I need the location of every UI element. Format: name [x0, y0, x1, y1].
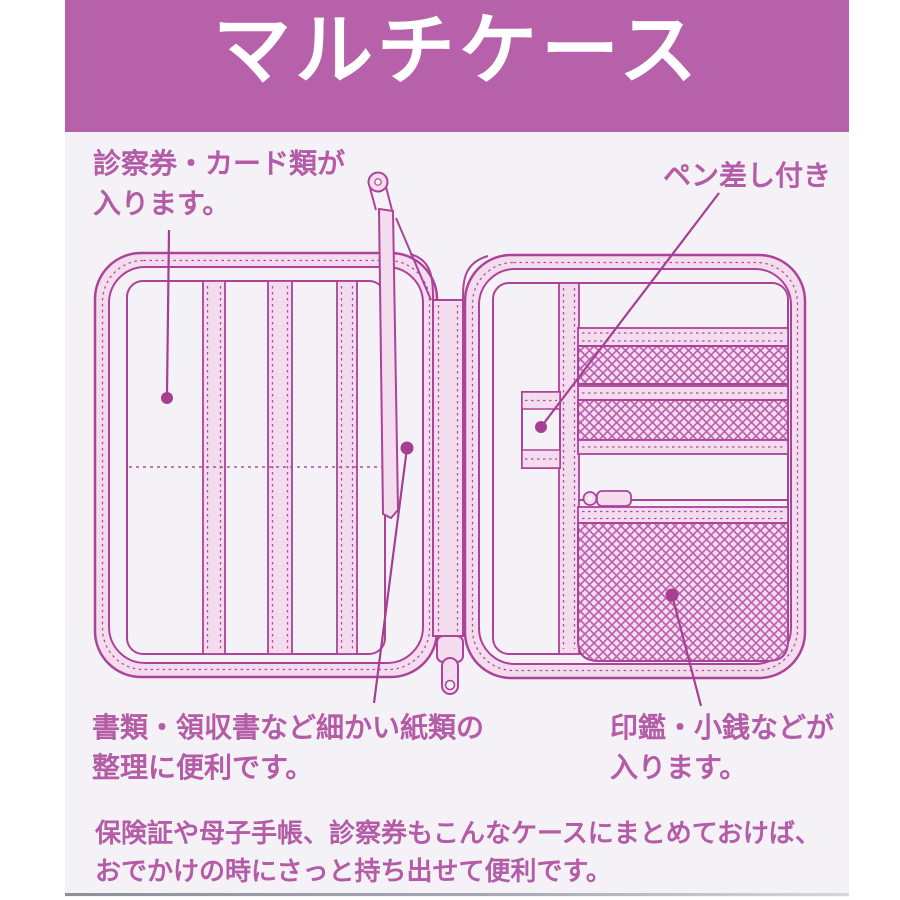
pen-holder [521, 391, 561, 469]
annotation-card-slots: 診察券・カード類が 入ります。 [93, 144, 345, 224]
annotation-line: 診察券・カード類が [93, 148, 346, 179]
annotation-line: 入ります。 [610, 752, 748, 783]
divider-flap [367, 171, 432, 520]
annotation-papers: 書類・領収書など細かい紙類の 整理に便利です。 [92, 708, 484, 788]
annotation-coins: 印鑑・小銭などが 入ります。 [610, 708, 834, 788]
mesh-pocket-top [577, 327, 789, 385]
leader-card-slots [161, 229, 173, 404]
footer-line: おでかけの時にさっと持ち出せて便利です。 [95, 856, 612, 886]
product-title: マルチケース [212, 6, 702, 94]
footer-line: 保険証や母子手帳、診察券もこんなケースにまとめておけば、 [95, 818, 821, 848]
leader-divider-flap [372, 441, 414, 704]
annotation-line: 入ります。 [93, 188, 231, 219]
mesh-pocket-middle [577, 385, 789, 455]
annotation-line: 整理に便利です。 [92, 752, 314, 783]
pen-strap [558, 282, 580, 655]
header-band: マルチケース [65, 0, 849, 132]
leader-lines [161, 192, 720, 707]
multi-case-diagram [93, 171, 807, 707]
coin-zipper-slider-icon [582, 490, 632, 507]
footer-description: 保険証や母子手帳、診察券もこんなケースにまとめておけば、 おでかけの時にさっと持… [95, 814, 821, 890]
annotation-pen-holder: ペン差し付き [663, 156, 831, 196]
leader-mesh-pocket [665, 588, 703, 707]
main-zipper-slider-icon [436, 635, 464, 695]
center-zipper [409, 253, 489, 695]
annotation-line: 書類・領収書など細かい紙類の [92, 712, 485, 743]
leader-pen-holder [535, 192, 720, 433]
mesh-pocket-bottom [577, 490, 789, 662]
card-bottom-edge [65, 893, 849, 896]
right-pocket-panel [463, 253, 807, 680]
annotation-line: 印鑑・小銭などが [610, 712, 835, 743]
annotation-line: ペン差し付き [663, 160, 832, 191]
